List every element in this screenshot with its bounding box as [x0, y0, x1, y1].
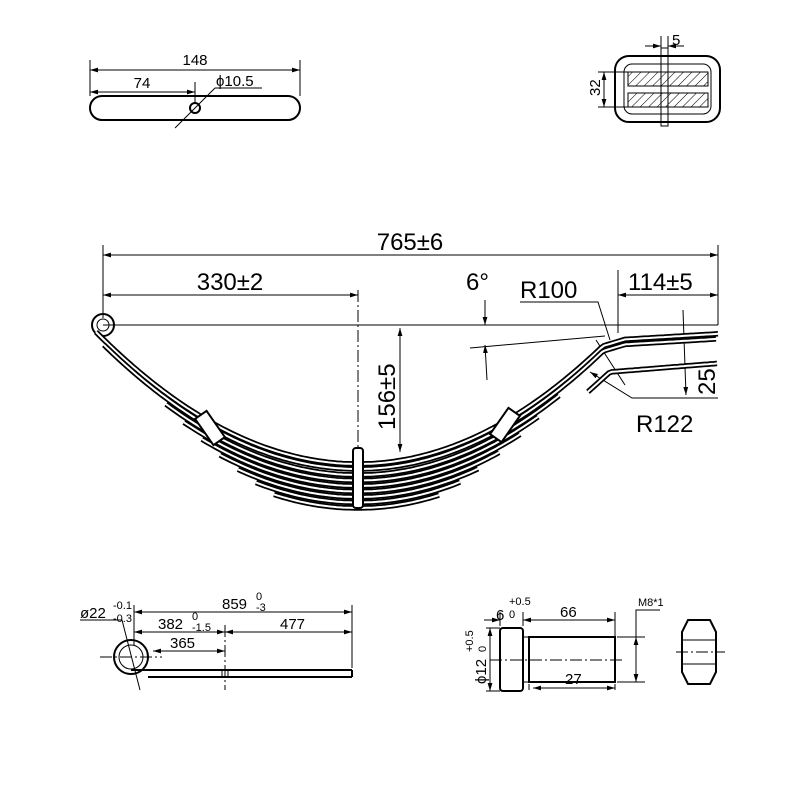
dim-head-dia-tol-upper: +0.5 — [464, 630, 476, 652]
dim-859-tol-lower: -3 — [256, 602, 266, 614]
rebound-clip-1 — [193, 409, 227, 447]
dim-thread: M8*1 — [638, 597, 664, 609]
dim-hole: ϕ10.5 — [216, 73, 254, 90]
dim-eye-tol-upper: -0.1 — [113, 600, 132, 612]
dim-head-dia-tol-lower: 0 — [477, 646, 489, 652]
dim-head-thickness: 6 — [496, 607, 504, 624]
hex-nut — [681, 619, 717, 685]
dim-148: 148 — [182, 52, 207, 69]
dim-382-tol-lower: -1.5 — [192, 622, 211, 634]
dim-half-length: 330±2 — [197, 269, 264, 296]
dim-859: 859 — [222, 596, 247, 613]
dim-27: 27 — [565, 671, 582, 688]
main-spring-view: 765±6 330±2 6° R100 114±5 156±5 25 R122 — [91, 229, 721, 511]
flat-leaf-view: 148 74 ϕ10.5 — [89, 52, 301, 129]
second-leaf-inner — [103, 337, 717, 470]
section-view: 5 32 — [587, 32, 721, 127]
dim-angle: 6° — [466, 269, 489, 296]
dim-382-tol-upper: 0 — [192, 611, 198, 623]
main-leaf-inner — [95, 331, 719, 465]
dim-eye-tol-lower: -0.3 — [113, 613, 132, 625]
dim-helper-gap: 25 — [694, 368, 721, 395]
center-bolt — [352, 447, 364, 509]
dim-end-length: 114±5 — [628, 269, 693, 296]
dim-overall-length: 765±6 — [377, 229, 444, 256]
dim-74: 74 — [134, 75, 151, 92]
dim-radius-100: R100 — [520, 277, 577, 304]
dim-eye-diameter: ø22 — [80, 605, 106, 622]
dim-camber: 156±5 — [374, 363, 401, 430]
dim-477: 477 — [280, 616, 305, 633]
dim-head-tol-lower: 0 — [509, 609, 515, 621]
dim-5: 5 — [672, 32, 680, 49]
rebound-clip-2 — [488, 406, 522, 444]
dim-32: 32 — [587, 79, 604, 96]
bolt-view: 6 +0.5 0 66 M8*1 ϕ12 +0.5 0 27 — [464, 596, 725, 692]
dim-365: 365 — [170, 635, 195, 652]
dim-859-tol-upper: 0 — [256, 591, 262, 603]
second-leaf — [102, 336, 717, 472]
dim-head-diameter: ϕ12 — [473, 659, 490, 684]
dim-382: 382 — [158, 616, 183, 633]
helper-leaf-inner — [587, 362, 718, 393]
dim-66: 66 — [560, 604, 577, 621]
main-leaf — [94, 330, 719, 467]
dim-radius-122: R122 — [636, 411, 693, 438]
dim-head-tol-upper: +0.5 — [509, 596, 531, 608]
main-leaf-view: ø22 -0.1 -0.3 859 0 -3 382 0 -1.5 477 36… — [80, 591, 353, 691]
